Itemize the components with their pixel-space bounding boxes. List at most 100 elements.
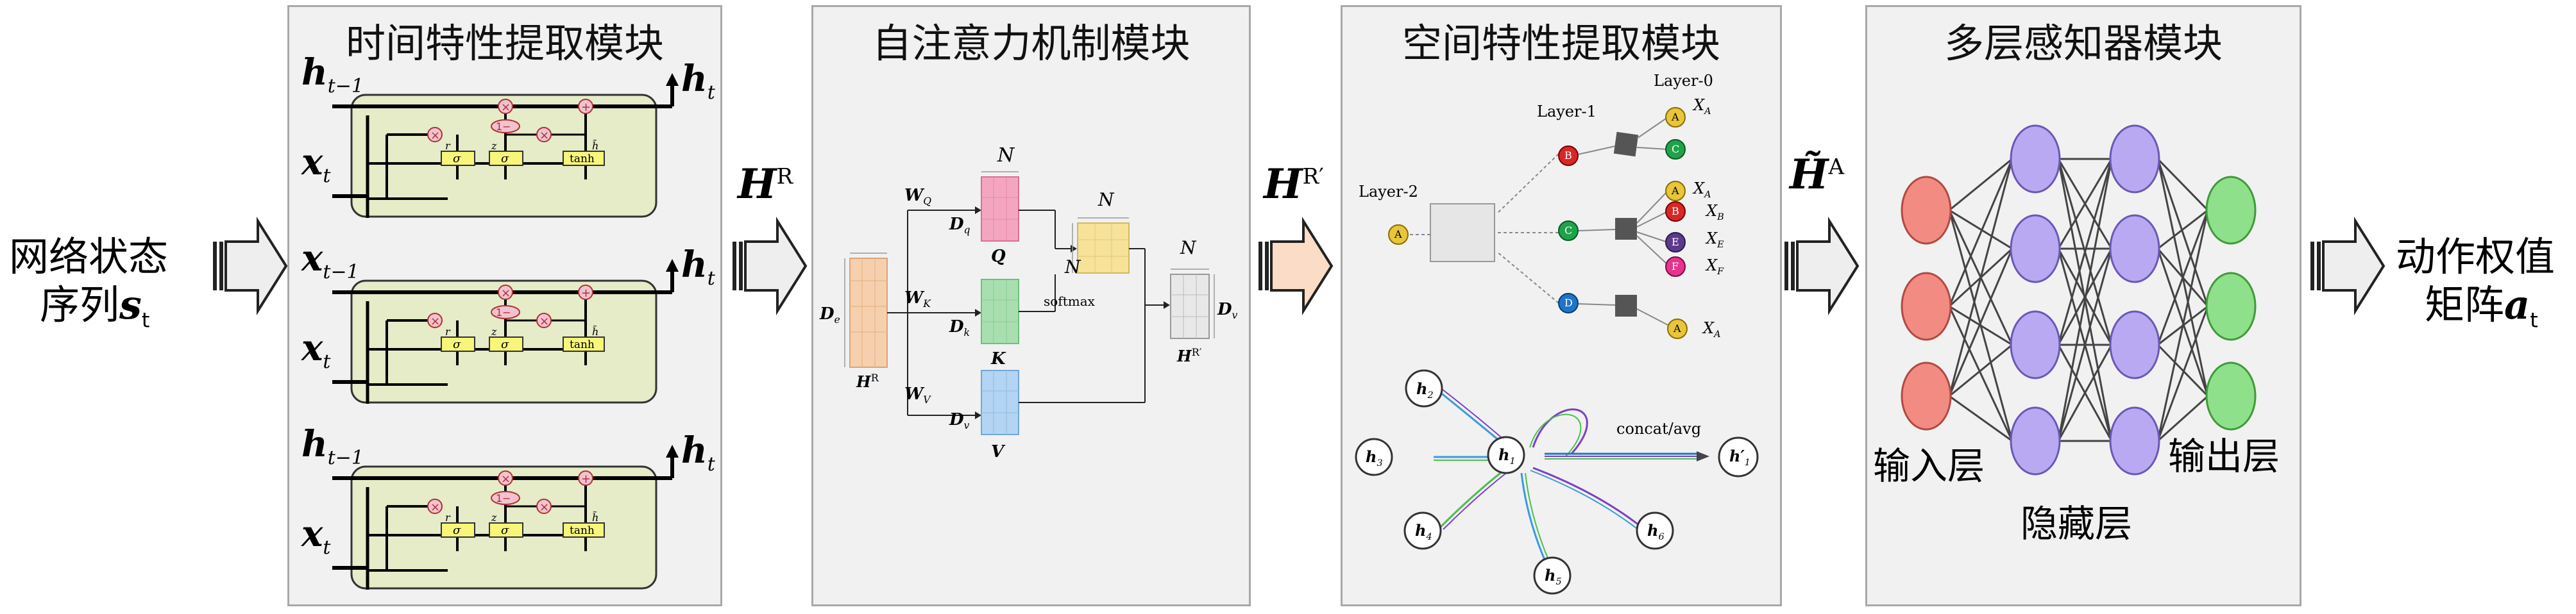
attention-matrix	[1077, 222, 1130, 274]
graph-node-h5: h5	[1545, 566, 1562, 587]
spatial-module-title: 空间特性提取模块	[1402, 20, 1720, 67]
mlp-module-title: 多层感知器模块	[1944, 20, 2223, 67]
gru-r-label: r	[445, 326, 451, 338]
gru-z-label: z	[491, 140, 497, 152]
gru-tanh-label: tanh	[570, 524, 595, 537]
mlp-connection	[2057, 158, 2113, 345]
mlp-connection	[1949, 209, 2013, 250]
gru-h-tilde-label: h̃	[592, 326, 598, 338]
hr-input-matrix	[849, 258, 888, 368]
attention-module-title: 自注意力机制模块	[872, 20, 1191, 67]
mlp-output-node	[2205, 361, 2257, 431]
value-matrix	[981, 370, 1019, 435]
mlp-hidden-node	[2010, 214, 2061, 283]
graph-node-h6: h6	[1647, 521, 1665, 542]
mlp-connection	[1949, 158, 2013, 212]
mlp-connection	[1948, 158, 2013, 397]
gru-z-label: z	[491, 511, 497, 524]
mlp-connection	[2157, 395, 2209, 442]
att-label-h-r: HR	[856, 372, 879, 391]
graph-concat-label: concat/avg	[1616, 420, 1702, 438]
att-label-d-v2: Dv	[1217, 300, 1238, 322]
gru-hidden-output-label: ht	[681, 58, 715, 104]
att-label-d-k: Dk	[949, 317, 970, 339]
x-a-3: XA	[1703, 319, 1721, 340]
mlp-connection	[2157, 158, 2209, 212]
gru-x-input-label: xt	[301, 141, 331, 188]
att-label-k: K	[991, 349, 1006, 369]
layer-0-label: Layer-0	[1654, 72, 1713, 90]
gru-cell: × × 1− × + σ σ tanh r z h̃	[332, 445, 679, 590]
gru-one-minus-icon: 1−	[496, 306, 511, 319]
node-a-l0-3: A	[1674, 322, 1681, 335]
node-c-l0: C	[1672, 143, 1680, 155]
gru-sigma-label: σ	[501, 524, 509, 537]
node-a-l0-1: A	[1672, 111, 1679, 123]
att-label-w-q: WQ	[904, 186, 931, 208]
gru-mult-icon: ×	[539, 315, 549, 328]
mlp-hidden-layer-label: 隐藏层	[2021, 502, 2133, 545]
mlp-connection	[2057, 158, 2113, 249]
node-b-l1: B	[1564, 149, 1572, 162]
node-c-l1: C	[1564, 224, 1573, 236]
graph-node-h2: h2	[1416, 379, 1434, 401]
query-matrix	[981, 176, 1019, 242]
input-label-line2: 序列st	[40, 281, 150, 333]
gru-plus-icon: +	[581, 286, 591, 300]
gru-mult-icon: ×	[430, 315, 440, 328]
att-label-d-q: Dq	[949, 215, 970, 236]
layer-1-label: Layer-1	[1537, 103, 1597, 120]
flow-arrow-3	[1258, 217, 1334, 315]
mlp-input-node	[1901, 272, 1952, 341]
gru-hidden-output-label: ht	[681, 244, 715, 290]
mlp-connection	[1949, 395, 2013, 442]
between-label-hr-prime: HR′	[1264, 160, 1324, 208]
node-b-l0: B	[1672, 205, 1679, 217]
graph-node-h1: h1	[1498, 445, 1516, 467]
input-label-line1: 网络状态	[9, 233, 169, 280]
gru-hidden-input-label: ht−1	[301, 423, 364, 470]
gru-x-input-label: xt	[301, 327, 331, 374]
x-b: XB	[1706, 202, 1724, 222]
spatial-tree-diagram	[1355, 107, 1759, 595]
gru-mult-icon: ×	[501, 286, 511, 300]
mlp-connection	[1949, 305, 2013, 346]
gru-sigma-label: σ	[501, 152, 509, 165]
graph-node-h3: h3	[1366, 447, 1383, 469]
mlp-connection	[1948, 158, 2013, 307]
mlp-connection	[2057, 248, 2113, 442]
flow-arrow-1	[213, 217, 288, 315]
att-label-n-right: N	[1180, 237, 1196, 258]
mlp-output-node	[2205, 272, 2257, 341]
mlp-input-node	[1901, 176, 1952, 245]
mlp-connection	[2057, 158, 2113, 442]
gru-hidden-input-label: xt−1	[301, 237, 359, 284]
mlp-output-layer-label: 输出层	[2168, 435, 2280, 478]
mlp-hidden-node	[2109, 406, 2160, 476]
gru-one-minus-icon: 1−	[496, 492, 511, 504]
gru-mult-icon: ×	[501, 472, 511, 486]
mlp-input-layer-label: 输入层	[1873, 444, 1985, 488]
att-label-v: V	[991, 442, 1004, 461]
att-label-d-e: De	[820, 304, 840, 326]
gru-sigma-label: σ	[453, 338, 461, 351]
hr-prime-output-matrix	[1170, 274, 1210, 339]
gru-tanh-label: tanh	[570, 338, 595, 351]
mlp-connection	[1948, 306, 2013, 442]
mlp-hidden-node	[2010, 406, 2061, 476]
node-a-l0-2: A	[1672, 185, 1679, 197]
x-f: XF	[1706, 256, 1724, 277]
gru-r-label: r	[445, 511, 451, 524]
attention-diagram	[844, 171, 1215, 435]
graph-node-h4: h4	[1415, 521, 1432, 542]
gru-tanh-label: tanh	[570, 153, 595, 165]
gru-x-input-label: xt	[301, 513, 331, 560]
flow-arrow-4	[1784, 217, 1860, 315]
x-a-2: XA	[1693, 179, 1711, 200]
mlp-connection	[1948, 248, 2013, 397]
node-a-l2: A	[1394, 228, 1402, 240]
gru-z-label: z	[491, 326, 497, 338]
mlp-connection	[2157, 210, 2209, 345]
att-label-n-mid: N	[1098, 189, 1114, 210]
mlp-hidden-node	[2109, 124, 2160, 194]
